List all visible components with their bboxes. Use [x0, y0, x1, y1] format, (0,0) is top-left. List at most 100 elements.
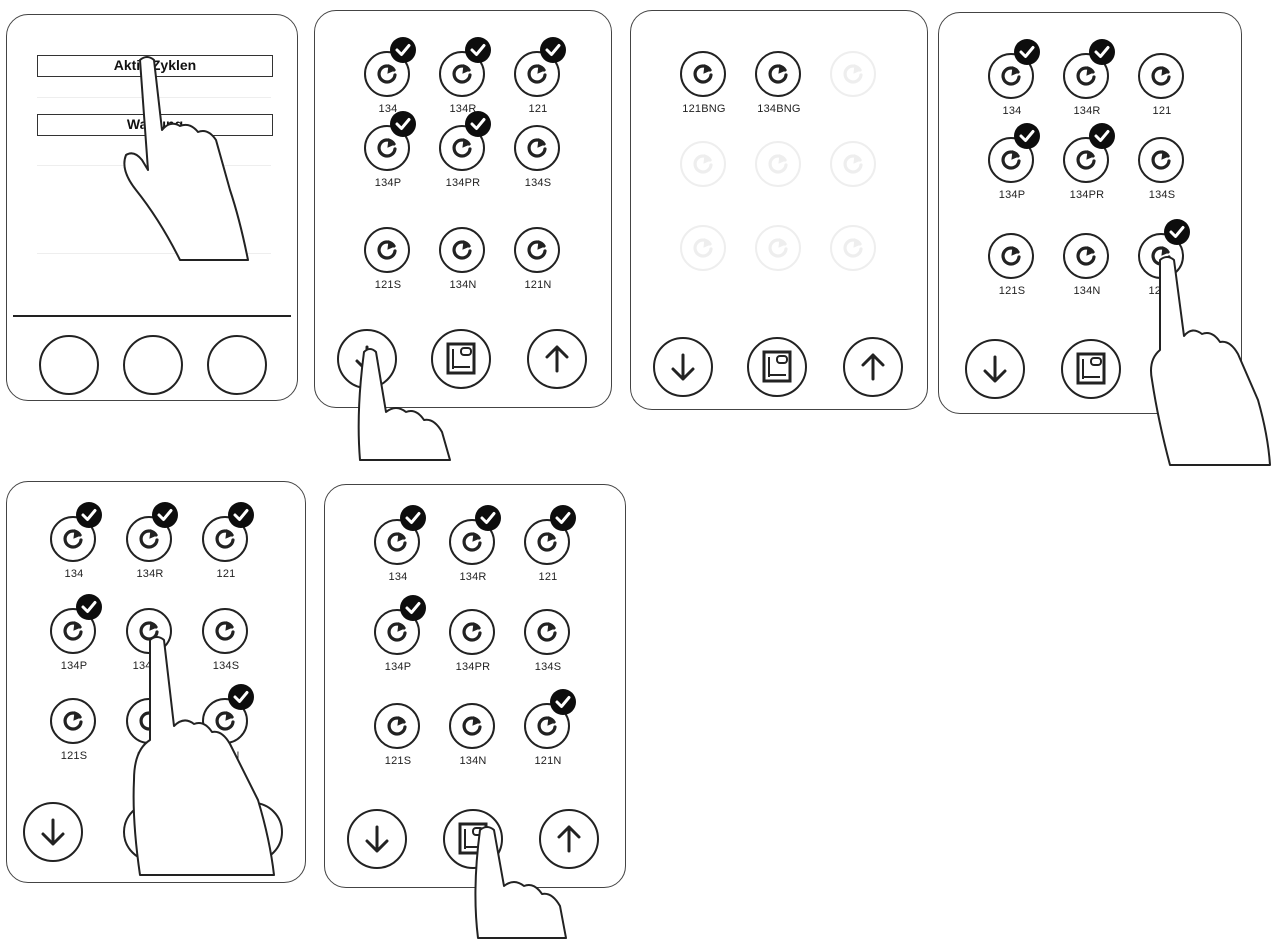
active-cycles-menu-item[interactable]: Aktiv Zyklen	[37, 55, 273, 77]
cycle-label: 121	[498, 103, 578, 115]
down-button[interactable]	[965, 339, 1025, 399]
up-button[interactable]	[843, 337, 903, 397]
cycle-selection-panel-4: 134134R121 134P134PR134S 121S134N121N	[938, 12, 1242, 414]
cycle-button[interactable]: 121BNG	[669, 51, 739, 125]
cycle-button[interactable]: 121	[503, 51, 573, 125]
cycle-button[interactable]: 134S	[191, 608, 261, 682]
check-badge-icon	[1089, 123, 1115, 149]
cycle-button[interactable]: 134N	[438, 703, 508, 777]
up-button[interactable]	[527, 329, 587, 389]
cycle-button[interactable]: 134P	[39, 608, 109, 682]
cycle-button[interactable]: 134BNG	[744, 51, 814, 125]
menu-screen-panel: Aktiv Zyklen Wartung	[6, 14, 298, 401]
cycle-button[interactable]: 121S	[353, 227, 423, 301]
cycle-label: 134S	[508, 661, 588, 673]
check-badge-icon	[390, 37, 416, 63]
down-button[interactable]	[347, 809, 407, 869]
cycle-label: 134P	[972, 189, 1052, 201]
cycle-button[interactable]: 121	[191, 516, 261, 590]
refresh-icon	[988, 233, 1034, 279]
cycle-label: 134	[972, 105, 1052, 117]
up-button[interactable]	[223, 802, 283, 862]
cycle-button[interactable]: 121S	[363, 703, 433, 777]
cycle-button[interactable]: 121N	[503, 227, 573, 301]
cycle-button[interactable]	[669, 141, 739, 215]
cycle-button[interactable]: 121	[513, 519, 583, 593]
refresh-icon	[680, 225, 726, 271]
menu-button[interactable]	[747, 337, 807, 397]
refresh-icon	[830, 51, 876, 97]
refresh-icon	[126, 608, 172, 654]
cycle-button[interactable]: 134P	[363, 609, 433, 683]
cycle-button[interactable]: 134PR	[438, 609, 508, 683]
cycle-button[interactable]: 134PR	[115, 608, 185, 682]
menu-button[interactable]	[431, 329, 491, 389]
check-badge-icon	[76, 594, 102, 620]
ghost-line	[37, 253, 271, 254]
cycle-label: 121N	[186, 750, 266, 762]
cycle-button[interactable]: 134S	[1127, 137, 1197, 211]
cycle-button[interactable]: 134	[363, 519, 433, 593]
arrow-up-icon	[1159, 341, 1215, 397]
cycle-button[interactable]: 121S	[39, 698, 109, 772]
down-button[interactable]	[337, 329, 397, 389]
menu-button[interactable]	[123, 802, 183, 862]
cycle-button[interactable]: 134R	[115, 516, 185, 590]
refresh-icon	[830, 141, 876, 187]
cycle-button[interactable]	[819, 225, 889, 299]
cycle-button[interactable]: 134S	[513, 609, 583, 683]
cycle-button[interactable]: 134PR	[1052, 137, 1122, 211]
arrow-up-icon	[541, 811, 597, 867]
up-button[interactable]	[539, 809, 599, 869]
refresh-icon	[449, 609, 495, 655]
cycle-button[interactable]: 121N	[513, 703, 583, 777]
cycle-selection-panel-6: 134134R121 134P134PR134S 121S134N121N	[324, 484, 626, 888]
check-badge-icon	[152, 502, 178, 528]
menu-button[interactable]	[443, 809, 503, 869]
refresh-icon	[1063, 233, 1109, 279]
arrow-down-icon	[349, 811, 405, 867]
cycle-label: 134PR	[433, 661, 513, 673]
cycle-button[interactable]: 134P	[977, 137, 1047, 211]
down-button[interactable]	[23, 802, 83, 862]
down-button[interactable]	[653, 337, 713, 397]
menu-button[interactable]	[123, 335, 183, 395]
arrow-up-icon	[845, 339, 901, 395]
maintenance-menu-item[interactable]: Wartung	[37, 114, 273, 136]
cycle-button[interactable]: 134N	[115, 698, 185, 772]
cycle-label: 134BNG	[739, 103, 819, 115]
menu-button[interactable]	[1061, 339, 1121, 399]
cycle-label: 134S	[186, 660, 266, 672]
up-button[interactable]	[1157, 339, 1217, 399]
down-button[interactable]	[39, 335, 99, 395]
refresh-icon	[755, 51, 801, 97]
cycle-button[interactable]: 121N	[191, 698, 261, 772]
cycle-button[interactable]: 134	[977, 53, 1047, 127]
cycle-button[interactable]	[744, 141, 814, 215]
refresh-icon	[1138, 137, 1184, 183]
divider	[13, 315, 291, 317]
up-button[interactable]	[207, 335, 267, 395]
refresh-icon	[680, 51, 726, 97]
cycle-button[interactable]: 134R	[1052, 53, 1122, 127]
cycle-button[interactable]	[744, 225, 814, 299]
cycle-button[interactable]: 134S	[503, 125, 573, 199]
cycle-button[interactable]: 121N	[1127, 233, 1197, 307]
cycle-button[interactable]	[669, 225, 739, 299]
cycle-button[interactable]: 134P	[353, 125, 423, 199]
check-badge-icon	[1014, 123, 1040, 149]
cycle-button[interactable]: 134	[39, 516, 109, 590]
cycle-button[interactable]: 134N	[428, 227, 498, 301]
layout-menu-icon	[445, 811, 501, 867]
cycle-button[interactable]	[819, 51, 889, 125]
cycle-button[interactable]	[819, 141, 889, 215]
cycle-button[interactable]: 134PR	[428, 125, 498, 199]
cycle-label: 134	[348, 103, 428, 115]
cycle-button[interactable]: 134R	[428, 51, 498, 125]
cycle-button[interactable]: 134N	[1052, 233, 1122, 307]
cycle-button[interactable]: 134	[353, 51, 423, 125]
cycle-button[interactable]: 121S	[977, 233, 1047, 307]
cycle-button[interactable]: 121	[1127, 53, 1197, 127]
cycle-button[interactable]: 134R	[438, 519, 508, 593]
